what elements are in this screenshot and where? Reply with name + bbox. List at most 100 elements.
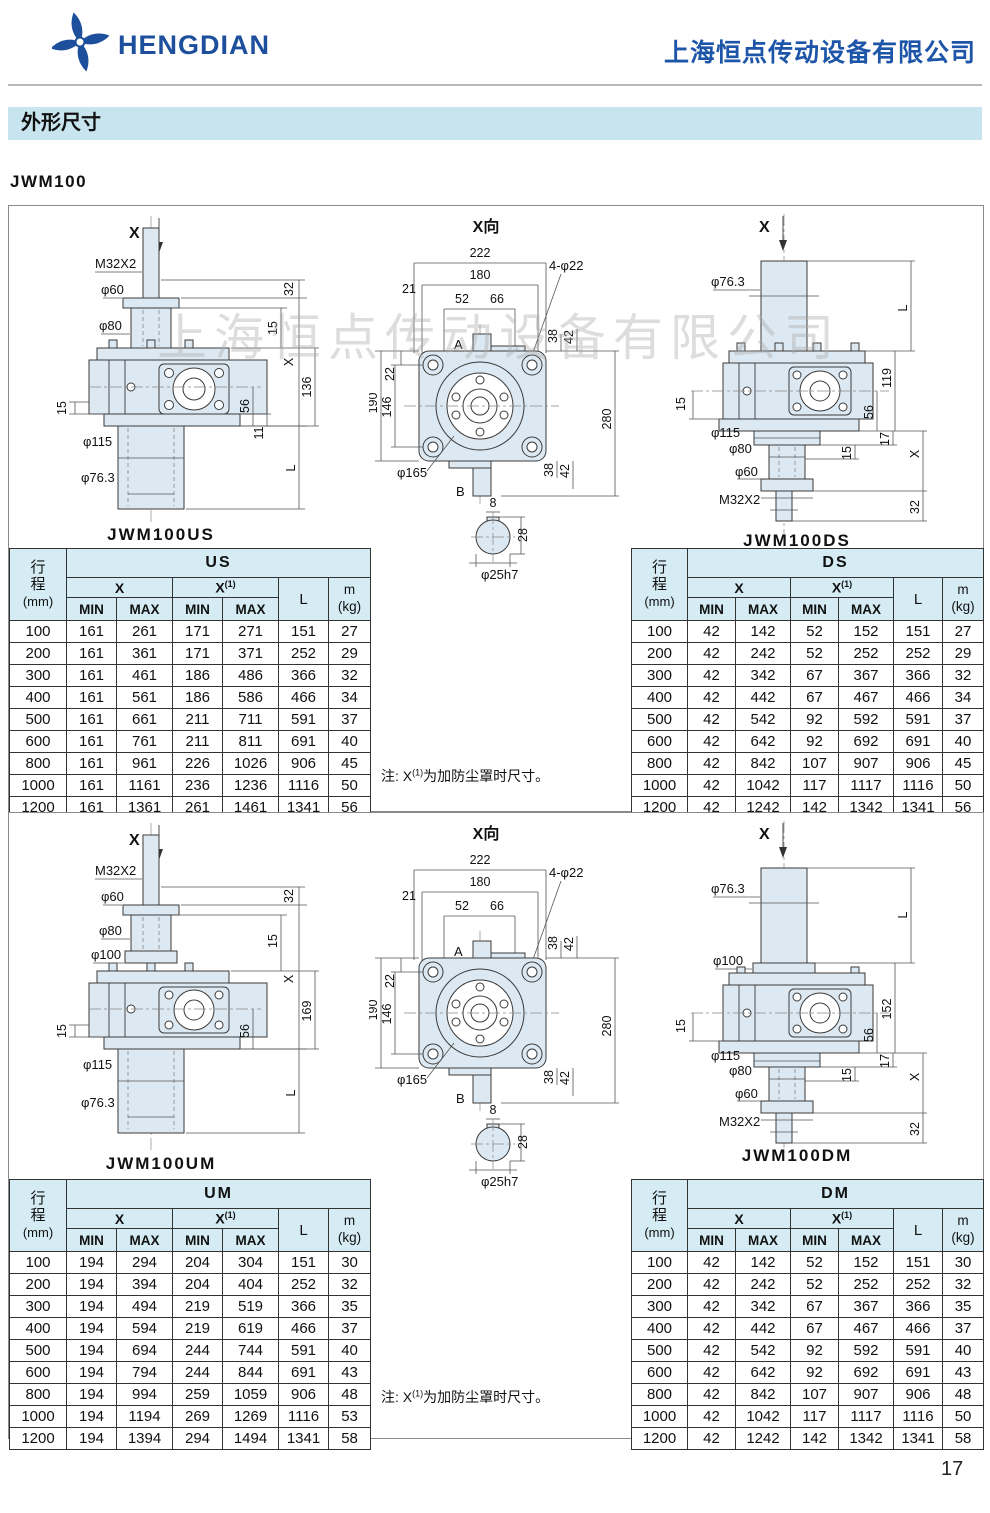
dim-label: φ60	[735, 1086, 758, 1101]
table-cell: 52	[790, 642, 839, 665]
table-cell: 27	[327, 620, 372, 643]
dim-label: 21	[402, 889, 416, 903]
dim-label: X	[282, 974, 296, 983]
panel-jwm100-um-dm: X M32X2 φ60 φ80 φ100	[8, 812, 985, 1450]
drawing-jwm100ds: X φ76.3 φ115 φ80 φ60 M3	[674, 214, 927, 550]
table-cell: 811	[222, 730, 279, 753]
table-cell: 252	[838, 642, 894, 665]
col-header-x1: X(1)	[172, 1208, 279, 1229]
table-cell: 300	[9, 1295, 67, 1318]
col-header-x1: X(1)	[790, 1208, 894, 1229]
table-cell: 52	[790, 620, 839, 643]
table-cell: 204	[172, 1273, 223, 1296]
table-cell: 194	[66, 1317, 117, 1340]
table-title: US	[65, 548, 372, 578]
table-cell: 300	[9, 664, 67, 687]
table-cell: 226	[172, 752, 223, 775]
col-header-min: MIN	[790, 597, 839, 621]
dim-label: X	[282, 357, 296, 366]
col-header-min: MIN	[172, 1228, 223, 1252]
col-header-max: MAX	[838, 597, 894, 621]
table-cell: 367	[838, 1295, 894, 1318]
dim-label: φ76.3	[81, 470, 115, 485]
dimension-table-us: 行程 (mm) US X X(1) L m(kg) MIN MAX MIN MA…	[9, 548, 372, 819]
table-cell: 100	[9, 1251, 67, 1274]
dim-label: φ80	[99, 318, 122, 333]
table-cell: 42	[687, 620, 736, 643]
dim-label: M32X2	[95, 863, 136, 878]
table-cell: 1342	[838, 1427, 894, 1450]
table-cell: 494	[116, 1295, 173, 1318]
table-cell: 34	[941, 686, 985, 709]
table-cell: 42	[687, 642, 736, 665]
table-cell: 466	[893, 1317, 943, 1340]
col-header-l: L	[893, 577, 943, 621]
dim-label: φ25h7	[481, 567, 518, 582]
dim-label: 4-φ22	[549, 865, 583, 880]
table-cell: 907	[838, 752, 894, 775]
table-cell: 1000	[9, 1405, 67, 1428]
dim-label: 42	[562, 937, 576, 951]
table-cell: 661	[116, 708, 173, 731]
table-cell: 48	[941, 1383, 985, 1406]
table-cell: 400	[9, 686, 67, 709]
table-cell: 107	[790, 752, 839, 775]
table-cell: 34	[327, 686, 372, 709]
footnote: 注: X(1)为加防尘罩时尺寸。	[381, 1388, 550, 1405]
table-cell: 1116	[278, 774, 329, 797]
table-cell: 1042	[735, 774, 791, 797]
dimension-table-dm: 行程 (mm) DM X X(1) L m(kg) MIN MAX MIN MA…	[631, 1179, 985, 1450]
table-cell: 252	[838, 1273, 894, 1296]
dim-label: 136	[300, 377, 314, 398]
company-name: 上海恒点传动设备有限公司	[663, 39, 976, 67]
dim-label: X	[908, 1072, 922, 1081]
drawing-caption: JWM100UM	[106, 1154, 216, 1173]
table-cell: 117	[790, 774, 839, 797]
table-cell: 42	[687, 664, 736, 687]
table-cell: 300	[631, 664, 688, 687]
dim-label: 56	[862, 1028, 876, 1042]
table-cell: 42	[687, 1339, 736, 1362]
table-cell: 794	[116, 1361, 173, 1384]
table-cell: 100	[631, 620, 688, 643]
table-cell: 42	[687, 1273, 736, 1296]
dim-label: 52	[455, 899, 469, 913]
table-cell: 691	[893, 1361, 943, 1384]
col-header-min: MIN	[790, 1228, 839, 1252]
dim-label: 15	[840, 1068, 854, 1082]
page-number: 17	[941, 1458, 964, 1480]
table-cell: 842	[735, 1383, 791, 1406]
col-header-l: L	[278, 1208, 329, 1252]
table-cell: 500	[631, 1339, 688, 1362]
table-cell: 40	[327, 1339, 372, 1362]
dim-label: φ76.3	[711, 881, 745, 896]
table-cell: 269	[172, 1405, 223, 1428]
table-cell: 259	[172, 1383, 223, 1406]
col-header-x: X	[66, 577, 173, 598]
dim-label: M32X2	[719, 492, 760, 507]
table-cell: 744	[222, 1339, 279, 1362]
table-cell: 200	[631, 642, 688, 665]
table-cell: 92	[790, 1361, 839, 1384]
col-header-m: m(kg)	[327, 577, 372, 621]
table-cell: 151	[278, 1251, 329, 1274]
dim-label: 56	[238, 1024, 252, 1038]
table-cell: 194	[66, 1339, 117, 1362]
table-cell: 92	[790, 1339, 839, 1362]
table-cell: 211	[172, 708, 223, 731]
dim-label: 38	[546, 936, 560, 950]
table-cell: 366	[893, 1295, 943, 1318]
drawing-jwm100us: X M32X2 φ60 φ80	[55, 216, 319, 544]
col-header-l: L	[278, 577, 329, 621]
dim-label: φ115	[711, 1048, 740, 1063]
table-cell: 92	[790, 730, 839, 753]
table-cell: 519	[222, 1295, 279, 1318]
